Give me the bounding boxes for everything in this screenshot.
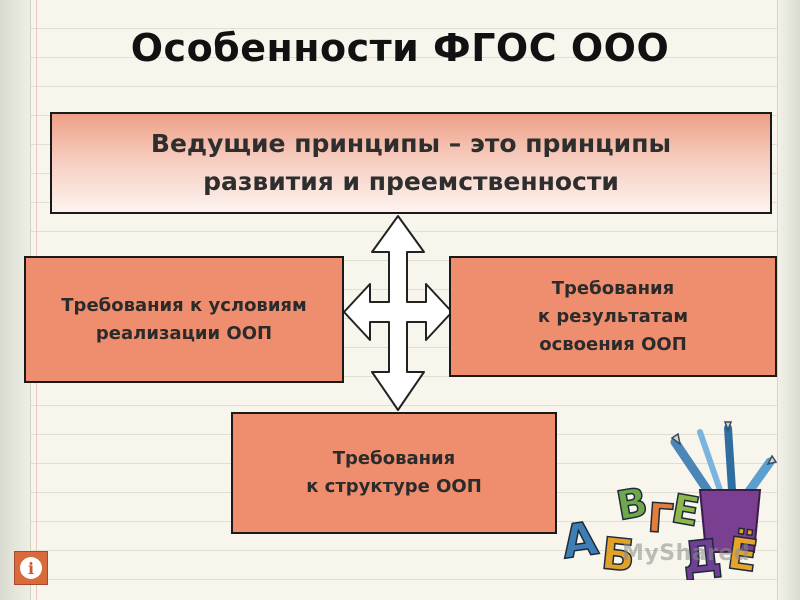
letter-b: Б (599, 528, 638, 580)
letter-v: В (613, 479, 651, 530)
info-button[interactable]: i (14, 551, 48, 585)
four-way-arrow (343, 215, 453, 411)
pencil-cup-icon (698, 489, 762, 553)
page-right-edge (777, 0, 800, 600)
requirements-results-text: Требования к результатам освоения ООП (537, 277, 689, 355)
slide-title: Особенности ФГОС ООО (130, 26, 670, 70)
requirements-results-box: Требования к результатам освоения ООП (449, 256, 777, 377)
four-way-arrow-shape (343, 215, 453, 411)
letter-a: А (560, 511, 602, 569)
watermark-text: MyShared (622, 541, 751, 566)
letter-g: Г (646, 495, 675, 543)
info-icon: i (20, 557, 42, 579)
requirements-conditions-text: Требования к условиям реализации ООП (61, 294, 307, 344)
requirements-structure-text: Требования к структуре ООП (306, 448, 482, 497)
alphabet-blocks-illustration: А Б В Г Е Д Ё (560, 421, 778, 580)
principles-box: Ведущие принципы – это принципы развития… (50, 112, 772, 214)
requirements-structure-box: Требования к структуре ООП (231, 412, 557, 534)
letter-e: Е (668, 486, 703, 536)
principles-text: Ведущие принципы – это принципы развития… (150, 129, 672, 196)
letter-d: Д (680, 530, 724, 580)
requirements-conditions-box: Требования к условиям реализации ООП (24, 256, 344, 383)
